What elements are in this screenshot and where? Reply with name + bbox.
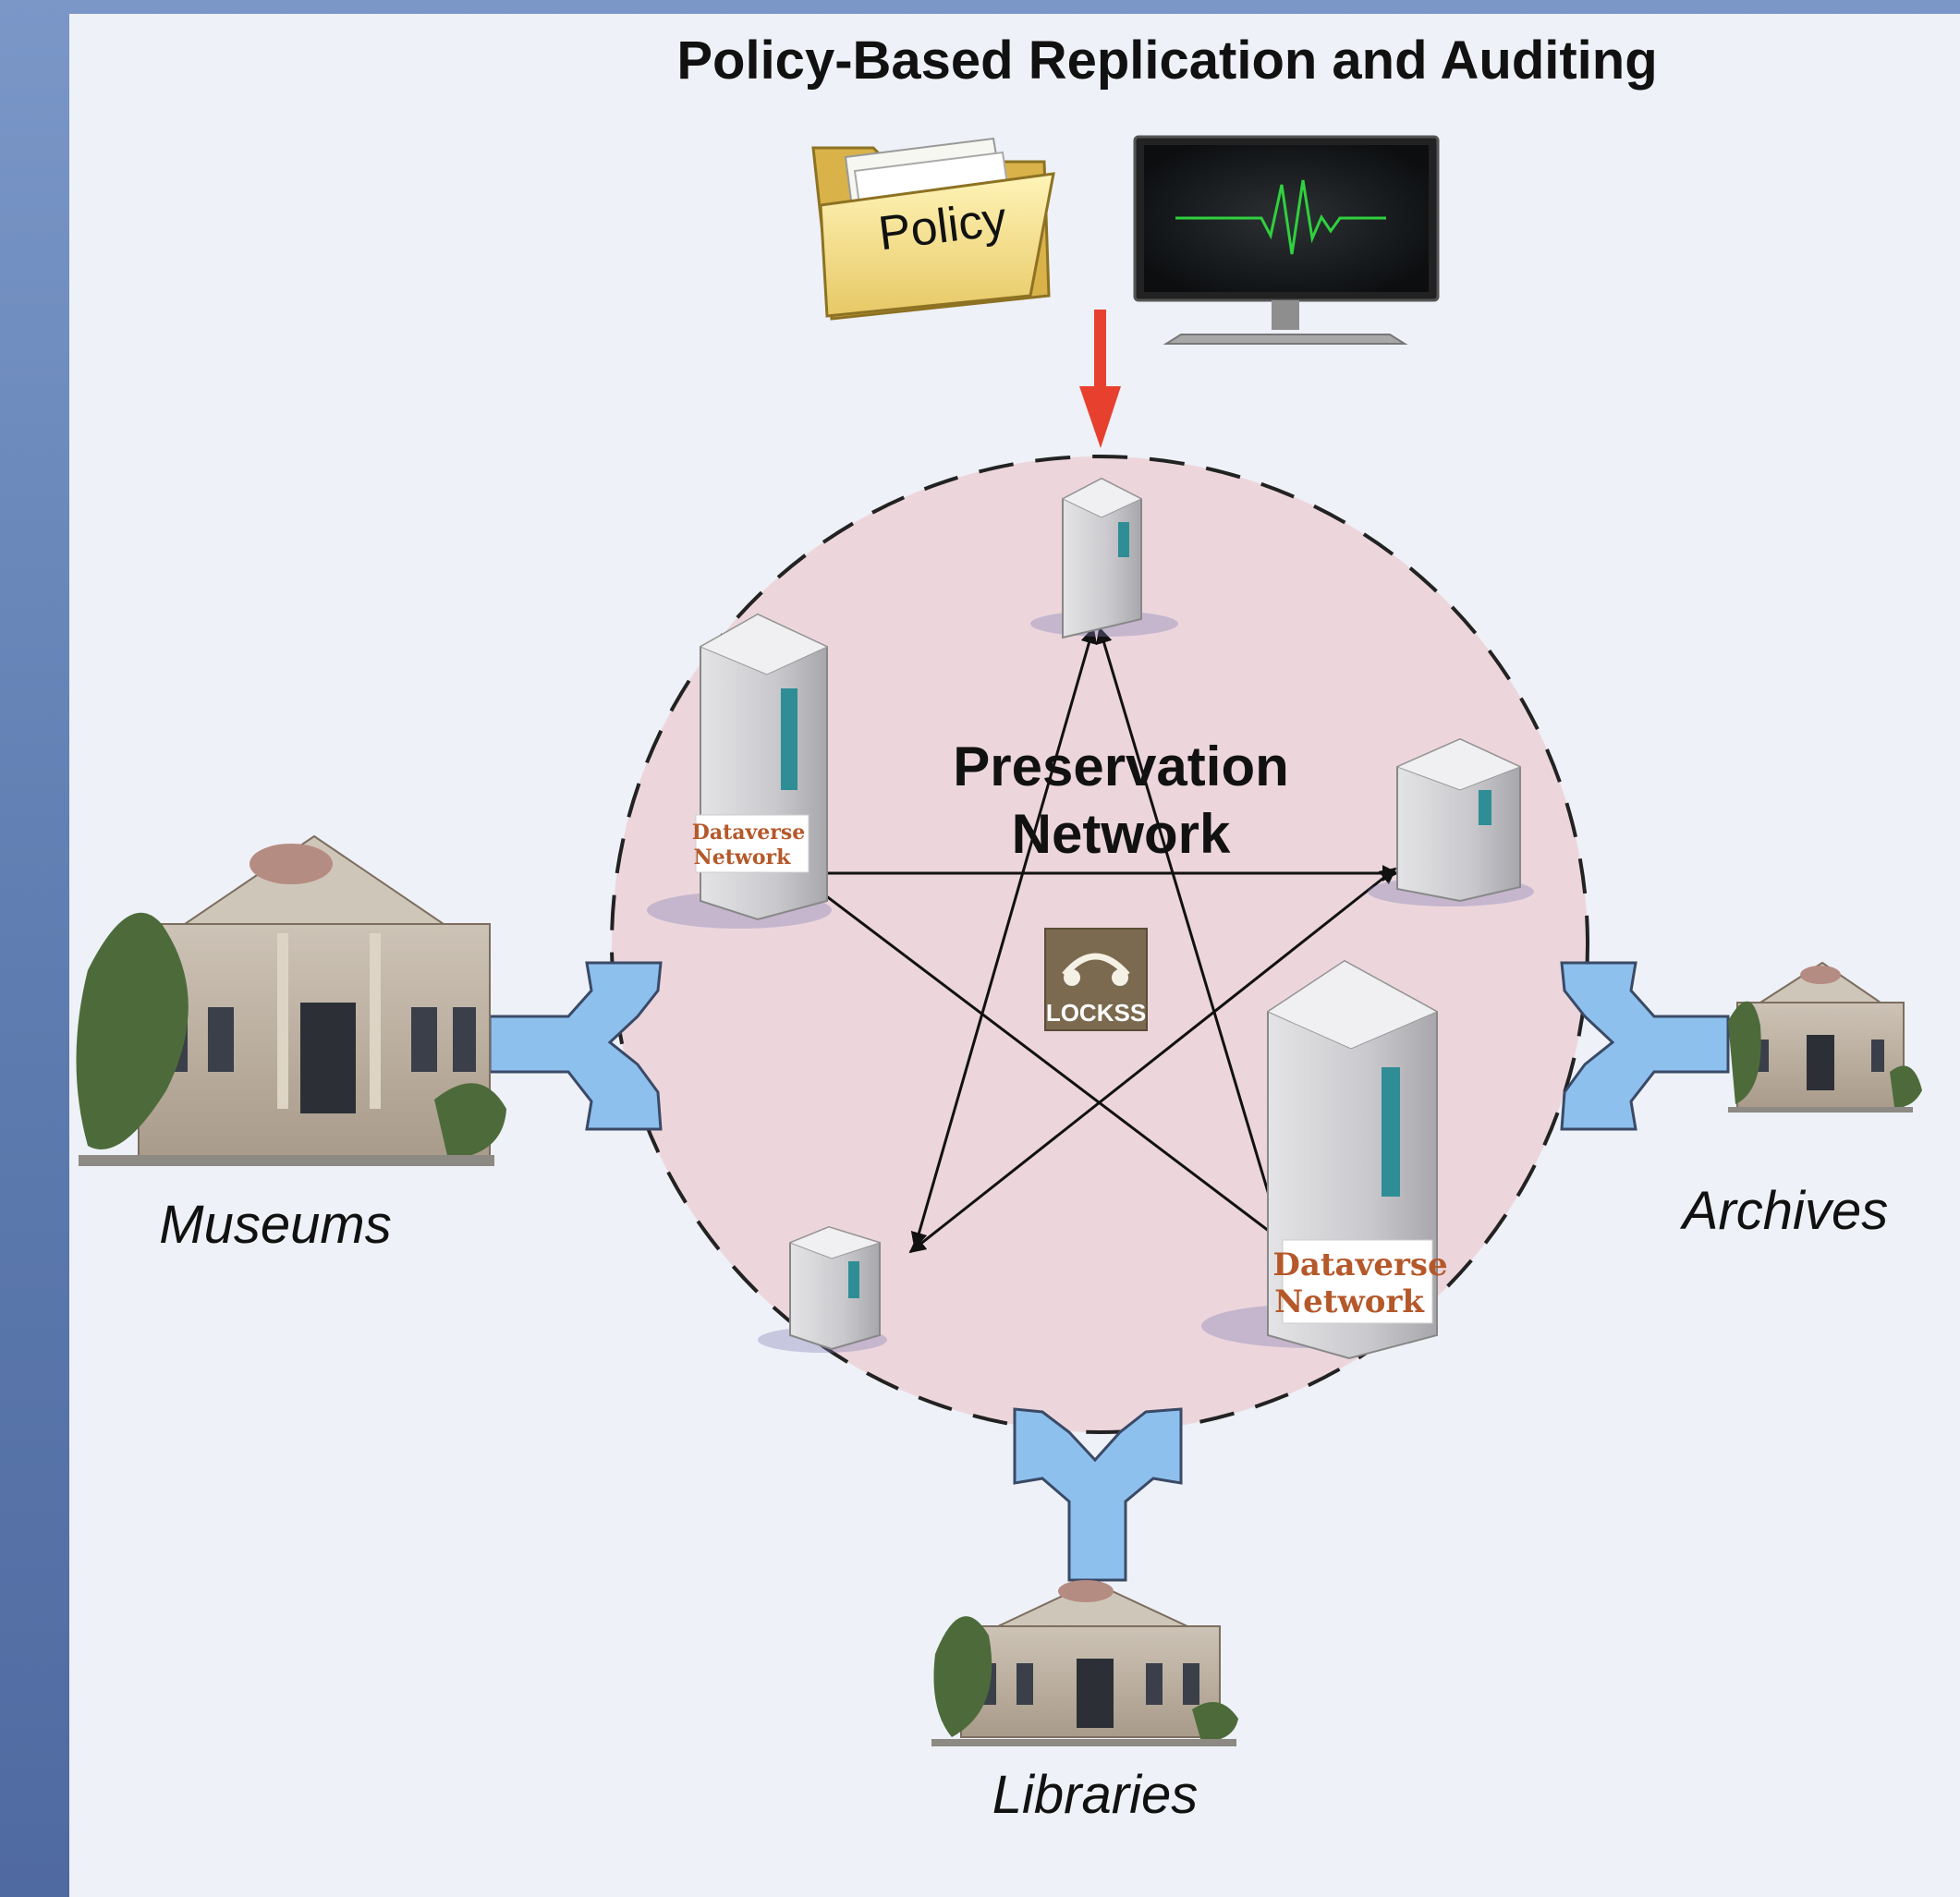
libraries-connector-icon (1013, 1407, 1183, 1582)
network-label-line1: Preservation (953, 736, 1289, 797)
lockss-badge-label: LOCKSS (1046, 999, 1146, 1027)
page-title: Policy-Based Replication and Auditing (676, 30, 1657, 91)
libraries-label: Libraries (992, 1765, 1198, 1825)
red-down-arrow-icon (1079, 310, 1121, 448)
dataverse-server-icon: Dataverse Network (1201, 959, 1448, 1360)
library-building-image (931, 1580, 1238, 1746)
monitor-heartbeat-icon (1133, 135, 1440, 345)
lockss-logo-icon: LOCKSS (1044, 928, 1148, 1031)
dataverse-server-icon: Dataverse Network (647, 613, 832, 929)
policy-folder-icon: Policy (811, 137, 1055, 321)
dataverse-badge-line2: Network (694, 845, 791, 869)
archives-building-image (1728, 961, 1922, 1113)
server-icon (1030, 477, 1178, 639)
archives-connector-icon (1560, 961, 1730, 1131)
server-icon (758, 1225, 887, 1353)
archives-label: Archives (1680, 1181, 1888, 1241)
museum-building-image (76, 834, 506, 1166)
server-icon (1368, 737, 1534, 906)
dataverse-badge-line1: Dataverse (692, 821, 806, 845)
replication-star (800, 626, 1399, 1254)
network-label-line2: Network (1012, 803, 1231, 865)
dataverse-badge-line1: Dataverse (1272, 1246, 1447, 1283)
museums-connector-icon (488, 961, 663, 1131)
dataverse-badge-line2: Network (1274, 1283, 1425, 1320)
museums-label: Museums (159, 1195, 391, 1255)
replication-link (908, 867, 1397, 1254)
